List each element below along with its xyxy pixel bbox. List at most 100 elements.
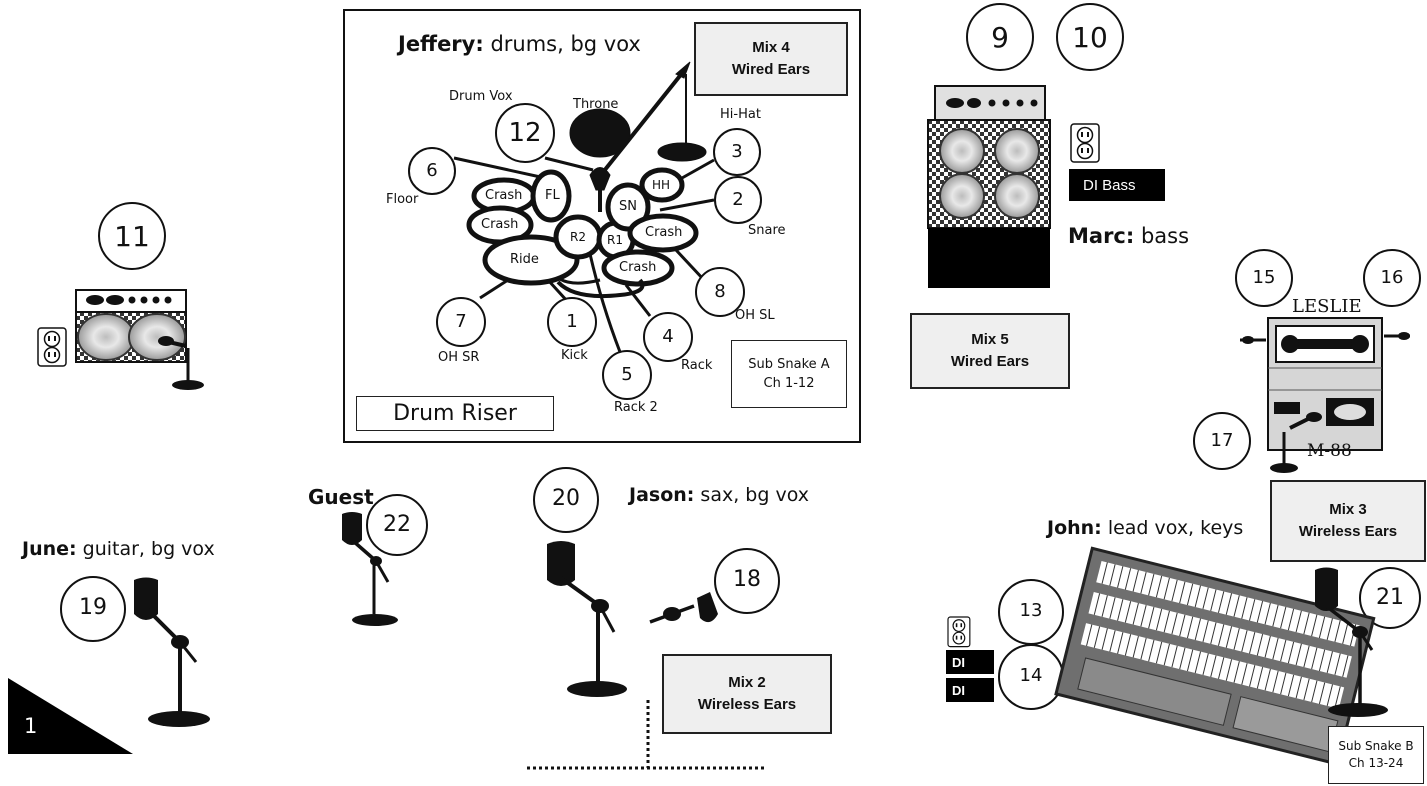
channel-4-label: 4 [662,326,674,347]
drummer-role: drums, bg vox [483,32,641,56]
mix-4-box: Mix 4 Wired Ears [694,22,848,96]
channel-21-circle [1359,567,1421,629]
june-name: June: [22,538,77,560]
channel-1-label: 1 [566,311,578,332]
channel-14-label: 14 [1019,665,1043,686]
channel-22-circle [366,494,428,556]
kit-crash-b: Crash [481,217,519,232]
sub-snake-b-title: Sub Snake B [1338,739,1414,753]
kit-snare: SN [619,199,637,214]
channel-6-circle [408,147,456,195]
label-oh-sr: OH SR [438,350,480,365]
sub-snake-a-title: Sub Snake A [748,357,830,372]
guest-name: Guest [308,485,374,509]
john-title: John: lead vox, keys [1047,517,1243,539]
mix-2-title: Mix 2 [728,674,766,691]
mix-5-box: Mix 5 Wired Ears [910,313,1070,389]
label-throne: Throne [573,97,619,112]
channel-3-label: 3 [731,141,743,162]
power-outlet-icon [37,327,67,367]
mix-3-title: Mix 3 [1329,501,1367,518]
mix-4-type: Wired Ears [731,61,811,78]
jason-role: sax, bg vox [694,484,809,506]
channel-16-circle [1363,249,1421,307]
sub-snake-a-channels: Ch 1-12 [763,376,815,391]
power-outlet-icon [947,616,971,648]
channel-19-circle [60,576,126,642]
leslie-brand-label: LESLIE [1292,296,1362,317]
channel-10-label: 10 [1072,21,1108,54]
sub-snake-a-box: Sub Snake A Ch 1-12 [731,340,847,408]
label-rack-2: Rack 2 [614,400,658,415]
channel-7-label: 7 [455,311,467,332]
channel-11-circle [98,202,166,270]
organ-keyboard-icon [1054,546,1376,766]
m88-label: M-88 [1307,441,1352,461]
guitar-amp-icon [75,289,204,390]
drummer-name: Jeffery: [398,32,484,56]
bassist-name: Marc: [1068,224,1135,248]
channel-7-circle [436,297,486,347]
kit-rack-1: R1 [607,233,623,247]
jason-title: Jason: sax, bg vox [629,484,809,506]
mix-4-title: Mix 4 [752,39,790,56]
bassist-role: bass [1134,224,1190,248]
drum-kit-icon [453,61,715,353]
bassist-title: Marc: bass [1068,224,1189,248]
label-rack: Rack [681,358,713,373]
kit-ride: Ride [510,252,539,267]
drummer-title: Jeffery: drums, bg vox [398,32,641,56]
channel-9-circle [966,3,1034,71]
microphone-stand-icon [1315,567,1388,717]
channel-11-label: 11 [114,220,150,253]
channel-1-circle [547,297,597,347]
kit-floor-tom: FL [545,188,560,203]
leslie-speaker-icon [1240,317,1410,473]
channel-10-circle [1056,3,1124,71]
kit-crash-d: Crash [619,260,657,275]
bass-cabinet-icon [927,85,1051,288]
channel-20-circle [533,467,599,533]
jason-name: Jason: [629,484,695,506]
channel-17-circle [1193,412,1251,470]
label-oh-sl: OH SL [735,308,775,323]
channel-19-label: 19 [79,595,107,620]
label-floor: Floor [386,192,419,207]
channel-20-label: 20 [552,486,580,511]
channel-12-circle [495,103,555,163]
mix-5-type: Wired Ears [950,353,1030,370]
label-hihat: Hi-Hat [720,107,761,122]
kit-crash-c: Crash [645,225,683,240]
drum-riser-label: Drum Riser [356,396,554,431]
channel-4-circle [643,312,693,362]
channel-22-label: 22 [383,512,411,537]
john-name: John: [1047,517,1102,539]
mix-5-title: Mix 5 [971,331,1009,348]
june-role: guitar, bg vox [76,538,215,560]
channel-16-label: 16 [1380,267,1404,288]
label-snare: Snare [748,223,786,238]
sub-snake-b-channels: Ch 13-24 [1348,756,1404,770]
channel-12-label: 12 [508,118,542,148]
kit-hihat: HH [652,178,671,192]
channel-3-circle [713,128,761,176]
microphone-stand-icon [342,512,398,626]
channel-15-label: 15 [1252,267,1276,288]
sub-snake-b-box: Sub Snake B Ch 13-24 [1328,726,1424,784]
stage-corner-marker [8,678,133,754]
channel-8-circle [695,267,745,317]
power-outlet-icon [1070,123,1100,163]
microphone-stand-icon [649,592,718,624]
channel-13-label: 13 [1019,600,1043,621]
label-kick: Kick [561,348,588,363]
channel-6-label: 6 [426,160,438,181]
channel-15-circle [1235,249,1293,307]
stage-corner-number: 1 [24,714,38,738]
channel-2-circle [714,176,762,224]
channel-8-label: 8 [714,281,726,302]
channel-5-label: 5 [621,364,633,385]
channel-2-label: 2 [732,189,744,210]
kit-crash-a: Crash [485,188,523,203]
